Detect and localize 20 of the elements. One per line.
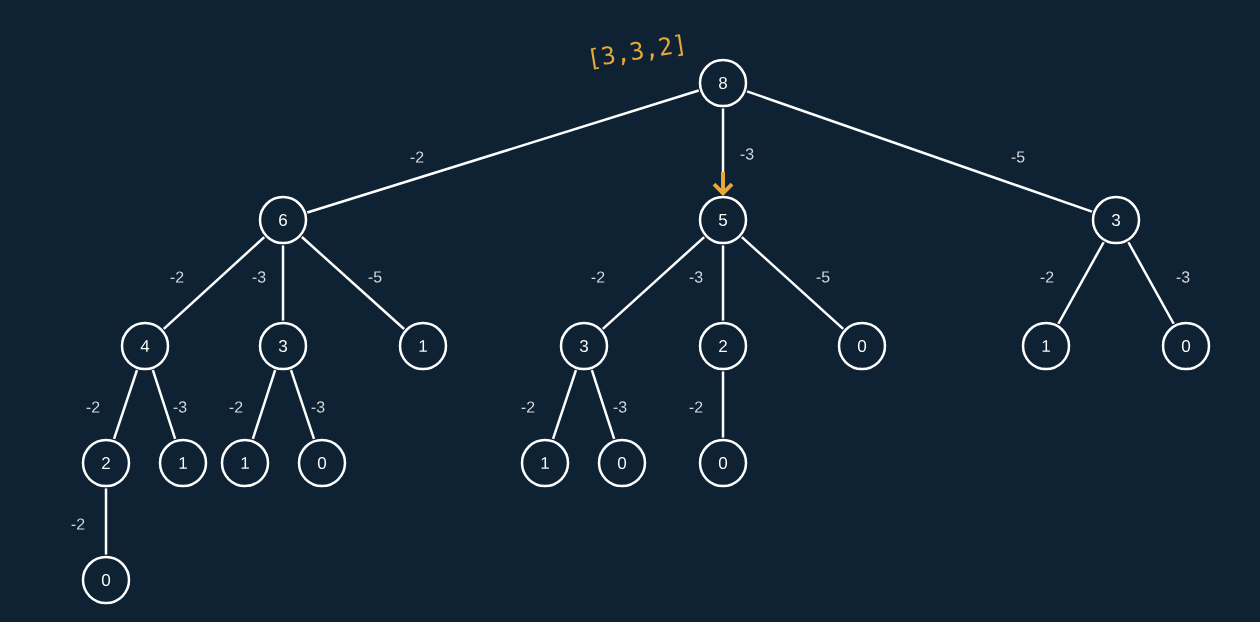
tree-edge (104, 488, 108, 555)
tree-edge (1127, 241, 1175, 325)
tree-edge (746, 90, 1093, 213)
node-annotation: [3,3,2] (590, 34, 684, 70)
tree-edge (590, 369, 616, 440)
tree-edge (112, 369, 139, 440)
tree-edge (162, 236, 266, 330)
tree-edge (721, 371, 725, 438)
tree-edge (151, 369, 177, 440)
tree-edge (301, 236, 405, 330)
tree-edge (306, 89, 700, 214)
tree-edge (281, 245, 285, 321)
tree-edge (551, 369, 578, 440)
tree-edge (251, 369, 277, 440)
tree-edge (712, 108, 734, 196)
tree-edge (721, 245, 725, 321)
tree-edge (602, 236, 705, 330)
tree-edge (1057, 241, 1105, 325)
tree-edge (289, 369, 316, 440)
tree-edge (741, 236, 844, 330)
